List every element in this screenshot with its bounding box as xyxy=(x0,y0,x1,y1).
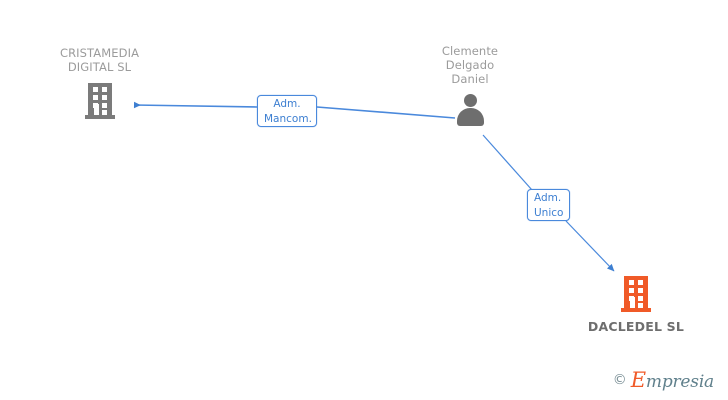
watermark-brand-initial: E xyxy=(630,368,646,392)
node-label-dacledel: DACLEDEL SL xyxy=(587,319,685,334)
building-icon xyxy=(621,276,651,312)
edge-label-adm-unico[interactable]: Adm. Unico xyxy=(527,189,570,221)
watermark-empresia: © Empresia xyxy=(613,368,714,392)
building-icon xyxy=(84,83,115,119)
edge-label-adm-mancom[interactable]: Adm. Mancom. xyxy=(257,95,317,127)
watermark-brand: Empresia xyxy=(631,368,714,392)
node-company-dacledel[interactable]: DACLEDEL SL xyxy=(574,276,698,334)
copyright-icon: © xyxy=(612,372,627,388)
node-person-clemente[interactable]: Clemente Delgado Daniel xyxy=(414,44,526,126)
node-label-cristamedia: CRISTAMEDIA DIGITAL SL xyxy=(59,46,140,74)
edge-line-unico-bottom xyxy=(565,220,615,272)
person-icon xyxy=(453,94,487,126)
node-company-cristamedia[interactable]: CRISTAMEDIA DIGITAL SL xyxy=(37,46,162,119)
edge-line-unico-top xyxy=(482,134,533,191)
watermark-brand-rest: mpresia xyxy=(645,372,714,392)
node-label-clemente: Clemente Delgado Daniel xyxy=(441,44,499,86)
